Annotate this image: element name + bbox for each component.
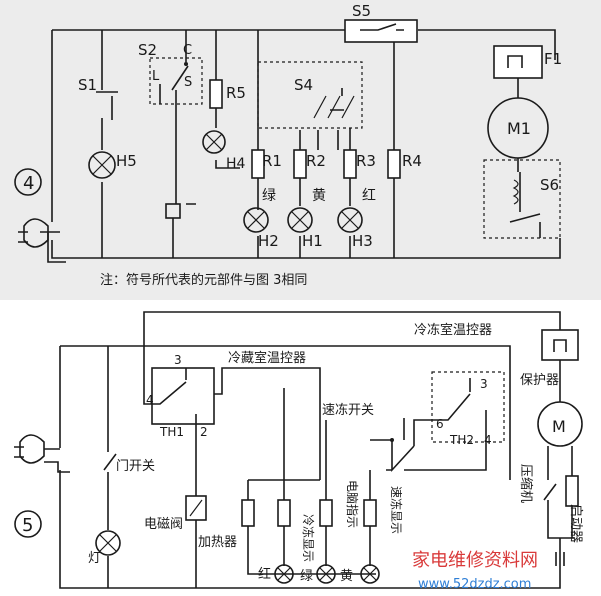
label-R1: R1 xyxy=(262,152,282,170)
label-S6: S6 xyxy=(540,176,559,194)
label-TH1-terminal-4: 4 xyxy=(146,393,154,407)
label-R2: R2 xyxy=(306,152,326,170)
label-TH1: TH1 xyxy=(159,425,184,439)
lamp-color-yellow: 黄 xyxy=(312,187,326,204)
label-freeze-indicator: 冷冻显示 xyxy=(301,514,316,562)
power-plug-icon xyxy=(18,218,66,263)
label-motor: M xyxy=(552,417,566,436)
label-quickfreeze-indicator: 速冻显示 xyxy=(389,486,404,534)
thermostat-TH1-box xyxy=(151,367,215,425)
lamp-icon xyxy=(95,530,121,556)
label-solenoid: 电磁阀 xyxy=(144,517,183,532)
resistor-quickfreeze-indicator xyxy=(363,499,377,527)
lamp-color-red: 红 xyxy=(362,188,376,204)
compressor-motor-icon xyxy=(537,401,583,447)
lamp-H3-icon xyxy=(337,207,363,233)
label-freezer-thermostat: 冷冻室温控器 xyxy=(414,322,492,338)
resistor-R5 xyxy=(209,79,223,109)
label-S4: S4 xyxy=(294,76,313,94)
starter-resistor xyxy=(565,475,579,507)
label-lamp: 灯 xyxy=(88,551,101,566)
label-S2: S2 xyxy=(138,41,157,59)
lamp-red-icon xyxy=(274,564,294,584)
label-R3: R3 xyxy=(356,152,376,170)
label-quick-freeze-switch: 速冻开关 xyxy=(322,402,374,418)
label-yellow: 黄 xyxy=(340,569,353,584)
label-S5: S5 xyxy=(352,2,371,20)
label-H2: H2 xyxy=(258,232,279,250)
label-TH2: TH2 xyxy=(449,433,474,447)
label-TH2-terminal-4: 4 xyxy=(484,433,492,447)
label-H5: H5 xyxy=(116,152,137,170)
label-H3: H3 xyxy=(352,232,373,250)
lamp-green-icon xyxy=(316,564,336,584)
diagram-number-circle-2 xyxy=(14,510,42,538)
resistor-R2 xyxy=(293,149,307,179)
label-S1: S1 xyxy=(78,76,97,94)
label-TH1-terminal-2: 2 xyxy=(200,425,208,439)
switch-S5-box xyxy=(344,19,418,43)
resistor-freeze-indicator xyxy=(277,499,291,527)
label-R4: R4 xyxy=(402,152,422,170)
resistor-R3 xyxy=(343,149,357,179)
lamp-H2-icon xyxy=(243,207,269,233)
lamp-yellow-icon xyxy=(360,564,380,584)
watermark-url: www.52dzdz.com xyxy=(418,577,531,592)
lamp-H1-icon xyxy=(287,207,313,233)
diagram-5: 5 门开关 灯 冷藏室温控器 3 4 2 TH1 电磁阀 加热器 冷冻显示 xyxy=(14,311,583,589)
watermark-title: 家电维修资料网 xyxy=(412,550,538,571)
resistor-R4 xyxy=(387,149,401,179)
label-TH1-terminal-3: 3 xyxy=(174,353,182,367)
lamp-color-green: 绿 xyxy=(262,188,276,204)
watermark: 家电维修资料网 www.52dzdz.com xyxy=(412,550,538,592)
label-C: C xyxy=(183,43,192,58)
label-starter: 启动器 xyxy=(568,504,583,543)
heater-resistor xyxy=(241,499,255,527)
fuse-F1-box xyxy=(493,45,543,79)
label-S: S xyxy=(184,75,192,90)
label-compressor: 压缩机 xyxy=(518,464,534,503)
label-green: 绿 xyxy=(300,569,313,584)
starter-S6-box xyxy=(483,159,561,239)
diagram-number-circle xyxy=(14,168,42,196)
label-protector: 保护器 xyxy=(520,373,559,388)
lamp-H5-icon xyxy=(88,151,116,179)
label-M1: M1 xyxy=(507,119,531,138)
label-heater: 加热器 xyxy=(198,535,237,550)
label-R5: R5 xyxy=(226,84,246,102)
lamp-H4-icon xyxy=(202,130,226,154)
diagram-number-2: 5 xyxy=(22,515,33,536)
power-plug-icon-2 xyxy=(14,434,70,473)
lower-panel-background xyxy=(0,300,601,596)
protector-box xyxy=(541,329,579,361)
label-F1: F1 xyxy=(544,50,562,68)
diagram-number: 4 xyxy=(23,173,34,194)
label-fridge-indicator: 电脑指示 xyxy=(345,480,360,528)
thermostat-TH2-box xyxy=(431,371,505,443)
diagram-4: 4 S1 H5 S2 C L S R5 H4 S4 xyxy=(14,2,562,288)
label-H1: H1 xyxy=(302,232,323,250)
label-TH2-terminal-6: 6 xyxy=(436,417,444,431)
switch-S2-box xyxy=(149,57,203,105)
label-L: L xyxy=(152,69,160,84)
diagram-note: 注：符号所代表的元部件与图 3相同 xyxy=(100,272,307,288)
label-door-switch: 门开关 xyxy=(116,459,155,474)
label-TH2-terminal-3: 3 xyxy=(480,377,488,391)
label-red: 红 xyxy=(258,566,271,582)
resistor-R1 xyxy=(251,149,265,179)
resistor-fridge-indicator xyxy=(319,499,333,527)
label-fridge-thermostat: 冷藏室温控器 xyxy=(228,350,306,366)
label-H4: H4 xyxy=(226,156,246,172)
